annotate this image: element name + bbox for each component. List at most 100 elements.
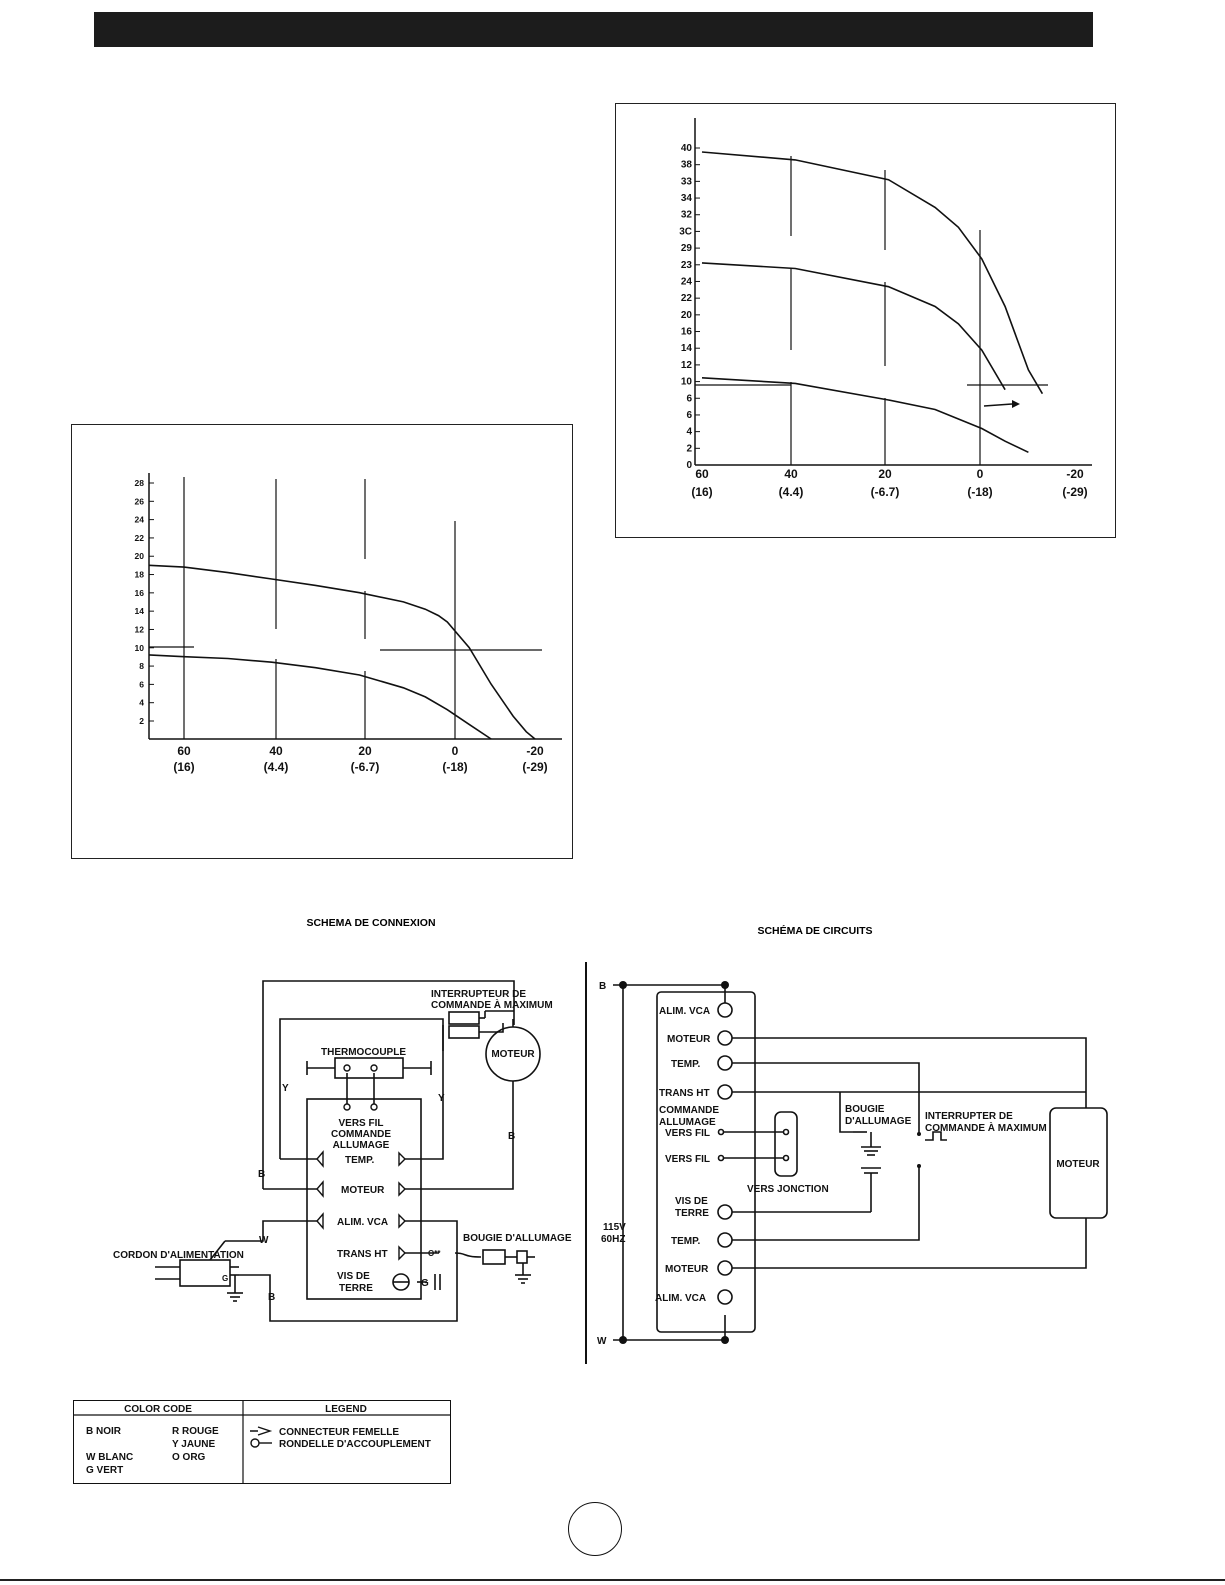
x-tick-label: 0 <box>452 744 459 758</box>
x-tick-celsius-label: (-29) <box>522 760 547 774</box>
color-r: R ROUGE <box>172 1426 219 1437</box>
x-tick-label: 60 <box>695 467 709 481</box>
series-line <box>148 654 492 740</box>
x-tick-label: 60 <box>177 744 191 758</box>
y-tick-label: 38 <box>681 160 693 171</box>
chart-right-series <box>701 151 1044 454</box>
y-tick-label: 28 <box>135 478 145 488</box>
page-number-circle <box>568 1502 622 1556</box>
vis-de-label: VIS DE <box>675 1196 708 1207</box>
moteur-bottom-label: MOTEUR <box>665 1264 709 1275</box>
legend-table: COLOR CODE LEGEND B NOIR W BLANC G VERT … <box>73 1400 451 1484</box>
y-tick-label: 14 <box>681 343 693 354</box>
y-tick-label: 4 <box>686 427 692 438</box>
temp-bottom-label: TEMP. <box>671 1236 700 1247</box>
y-tick-label: 8 <box>139 661 144 671</box>
wire-b-right-label: B <box>508 1131 515 1142</box>
x-tick-celsius-label: (-29) <box>1062 485 1087 499</box>
bougie-2-label: D'ALLUMAGE <box>845 1116 912 1127</box>
allumage-label: ALLUMAGE <box>659 1117 716 1128</box>
y-tick-label: 16 <box>135 588 145 598</box>
series-line <box>148 564 536 740</box>
chart-right-x-ticks: 60(16)40(4.4)20(-6.7)0(-18)-20(-29) <box>691 467 1087 499</box>
voltage-label: 115V <box>603 1222 626 1233</box>
legend-femelle: CONNECTEUR FEMELLE <box>279 1427 399 1438</box>
legend-rondelle: RONDELLE D'ACCOUPLEMENT <box>279 1439 431 1450</box>
legend-header: LEGEND <box>325 1404 367 1415</box>
y-tick-label: 34 <box>681 193 693 204</box>
header-bar <box>94 12 1093 47</box>
x-tick-label: -20 <box>1066 467 1084 481</box>
wire-y-right-label: Y <box>438 1093 445 1104</box>
y-tick-label: 29 <box>681 243 693 254</box>
y-tick-label: 4 <box>139 698 144 708</box>
y-tick-label: 22 <box>135 533 145 543</box>
color-code-header: COLOR CODE <box>124 1404 192 1415</box>
bougie-label: BOUGIE D'ALLUMAGE <box>463 1233 572 1244</box>
y-tick-label: 16 <box>681 327 693 338</box>
y-tick-label: 6 <box>139 679 144 689</box>
color-y: Y JAUNE <box>172 1439 215 1450</box>
allumage-label: ALLUMAGE <box>333 1140 390 1151</box>
alim-bottom-label: ALIM. VCA <box>655 1293 706 1304</box>
circuits-diagram: SCHÉMA DE CIRCUITS <box>597 924 1108 1347</box>
vers-fil-2-label: VERS FIL <box>665 1154 710 1165</box>
freq-label: 60HZ <box>601 1234 625 1245</box>
cordon-label: CORDON D'ALIMENTATION <box>113 1250 244 1261</box>
rail-b-label: B <box>599 981 606 992</box>
x-tick-celsius-label: (-6.7) <box>351 760 380 774</box>
connexion-diagram: SCHEMA DE CONNEXION <box>113 917 572 1322</box>
y-tick-label: 23 <box>681 260 693 271</box>
diagram-divider <box>585 962 587 1364</box>
o-mark-label: O** <box>428 1249 441 1258</box>
y-tick-label: 22 <box>681 293 693 304</box>
interrupter-1-label: INTERRUPTER DE <box>925 1111 1013 1122</box>
vers-fil-1-label: VERS FIL <box>665 1128 710 1139</box>
y-tick-label: 20 <box>681 310 693 321</box>
moteur-terminal-label: MOTEUR <box>341 1185 385 1196</box>
color-g: G VERT <box>86 1465 123 1476</box>
y-tick-label: 24 <box>681 276 693 287</box>
y-tick-label: 3C <box>679 226 692 237</box>
switch-label-2: COMMANDE À MAXIMUM <box>431 998 553 1011</box>
motor-circle-label: MOTEUR <box>491 1049 535 1060</box>
wire-b-left-label: B <box>258 1169 265 1180</box>
vis-de-label: VIS DE <box>337 1271 370 1282</box>
color-b: B NOIR <box>86 1426 122 1437</box>
y-tick-label: 18 <box>135 570 145 580</box>
x-tick-celsius-label: (-6.7) <box>871 485 900 499</box>
x-tick-celsius-label: (16) <box>691 485 712 499</box>
commande-label: COMMANDE <box>331 1129 391 1140</box>
chart-left-series <box>148 564 536 740</box>
color-w: W BLANC <box>86 1452 133 1463</box>
x-tick-label: 40 <box>784 467 798 481</box>
color-o: O ORG <box>172 1452 206 1463</box>
connexion-title: SCHEMA DE CONNEXION <box>306 917 435 929</box>
series-line <box>701 377 1029 454</box>
wire-w-label: W <box>259 1235 269 1246</box>
y-tick-label: 6 <box>686 410 692 421</box>
alim-top-label: ALIM. VCA <box>659 1006 710 1017</box>
rail-w-label: W <box>597 1336 607 1347</box>
circuits-title: SCHÉMA DE CIRCUITS <box>757 924 872 937</box>
moteur-top-label: MOTEUR <box>667 1034 711 1045</box>
y-tick-label: 12 <box>681 360 693 371</box>
x-tick-label: -20 <box>526 744 544 758</box>
bottom-rule <box>0 1579 1225 1581</box>
g-mark-label: G <box>421 1278 429 1289</box>
y-tick-label: 20 <box>135 551 145 561</box>
cord-g-label: G <box>222 1274 228 1283</box>
y-tick-label: 10 <box>681 377 693 388</box>
chart-right-arrowhead <box>1012 400 1020 408</box>
moteur-box-label: MOTEUR <box>1056 1159 1100 1170</box>
x-tick-label: 20 <box>878 467 892 481</box>
y-tick-label: 6 <box>686 393 692 404</box>
x-tick-celsius-label: (-18) <box>967 485 992 499</box>
vers-fil-label: VERS FIL <box>338 1118 383 1129</box>
commande-label: COMMANDE <box>659 1105 719 1116</box>
wire-b-bottom-label: B <box>268 1292 275 1303</box>
